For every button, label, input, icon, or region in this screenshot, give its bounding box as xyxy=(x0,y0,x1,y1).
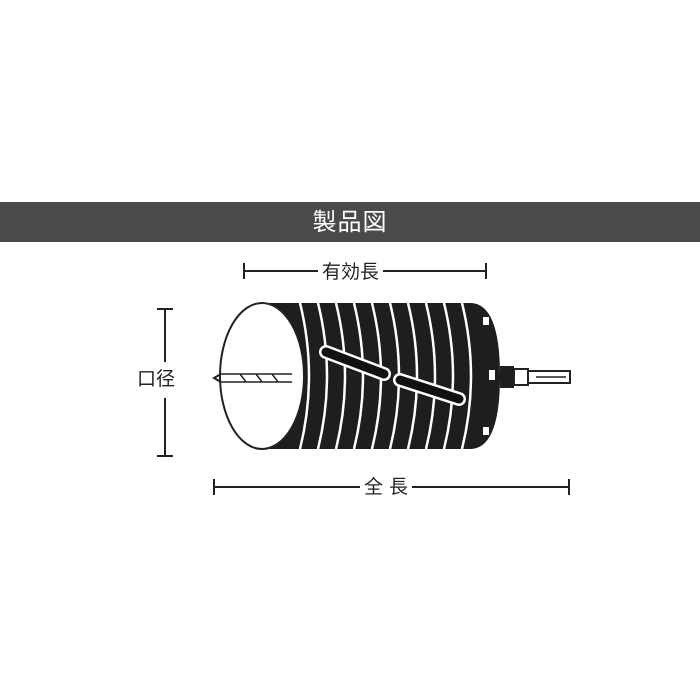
total-length-label: 全 長 xyxy=(360,478,413,497)
diameter-dimension-line xyxy=(157,308,173,457)
header-banner: 製品図 xyxy=(0,202,700,242)
diameter-label: 口径 xyxy=(137,368,176,390)
shank xyxy=(500,366,571,388)
page-title: 製品図 xyxy=(312,208,388,236)
front-face xyxy=(219,302,305,450)
cylinder-body xyxy=(262,302,500,450)
effective-length-label: 有効長 xyxy=(318,263,384,282)
